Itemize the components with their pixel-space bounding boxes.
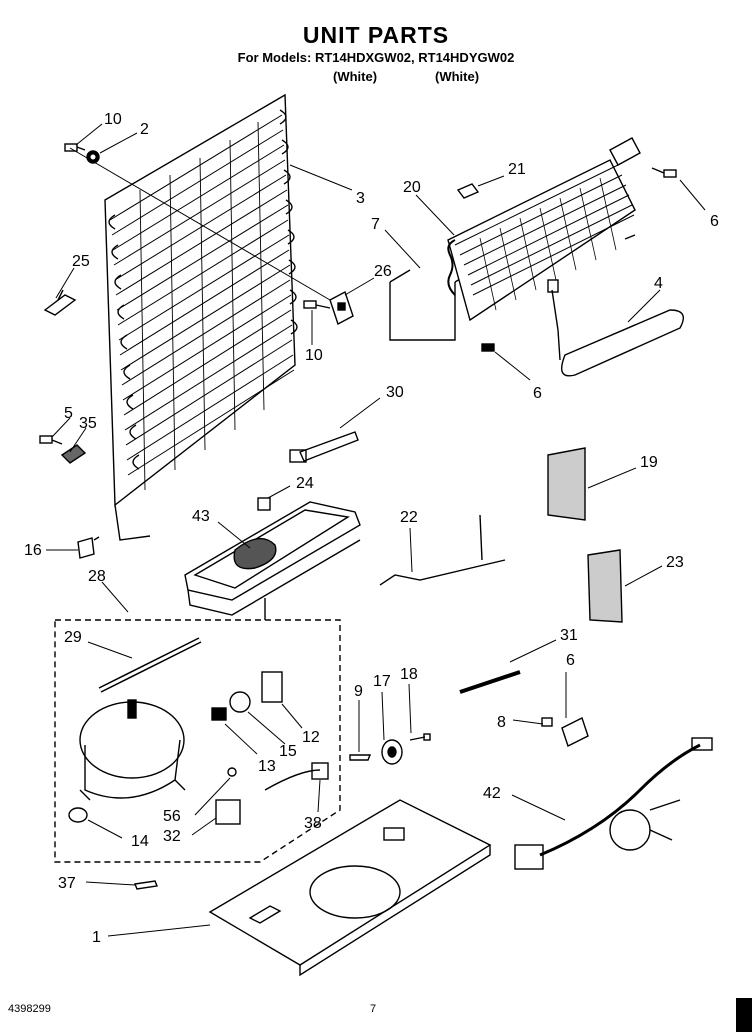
callout-14: 14 [131,833,149,850]
screw-10-top [64,143,86,152]
model-numbers: For Models: RT14HDXGW02, RT14HDYGW02 [237,50,515,65]
callout-4: 4 [654,275,663,292]
callout-7: 7 [371,216,380,233]
part-9 [349,754,372,761]
leader-lines [46,123,706,937]
callout-18: 18 [400,666,418,683]
callout-19: 19 [640,454,658,471]
callout-13: 13 [258,758,276,775]
callout-10-mid: 10 [305,347,323,364]
drain-tube-22 [379,514,506,586]
callout-5: 5 [64,405,73,422]
bracket-26 [329,290,354,326]
callout-6-mid: 6 [533,385,542,402]
callout-24: 24 [296,475,314,492]
callout-9: 9 [354,683,363,700]
harness-38 [264,762,329,791]
drain-pan-43 [184,497,361,616]
callout-8: 8 [497,714,506,731]
color-label-2: (White) [435,69,480,84]
callout-23: 23 [666,554,684,571]
pad-23 [587,549,623,623]
callout-22: 22 [400,509,418,526]
color-label-1: (White) [333,69,378,84]
callout-28: 28 [88,568,106,585]
clip-16 [77,536,100,559]
bracket-8 [541,717,589,747]
pad-19 [547,447,586,521]
callout-37: 37 [58,875,76,892]
callout-35: 35 [79,415,97,432]
terminal-block-30 [289,431,359,463]
callout-56: 56 [163,808,181,825]
defrost-heater-4 [547,279,684,377]
callout-21: 21 [508,161,526,178]
drier-29 [98,637,202,693]
wire-harness-42 [514,737,713,870]
callout-38: 38 [304,815,322,832]
callout-42: 42 [483,785,501,802]
callout-43: 43 [192,508,210,525]
callout-17: 17 [373,673,391,690]
evaporator [389,137,641,341]
callout-12: 12 [302,729,320,746]
callout-labels: 10 2 3 21 20 7 6 25 26 10 4 6 30 5 35 19… [24,111,719,946]
callout-3: 3 [356,190,365,207]
page-title: UNIT PARTS [302,22,450,48]
clip-25 [43,289,77,316]
callout-10-top: 10 [104,111,122,128]
tube-31 [459,670,521,694]
overload-15 [229,691,251,713]
screw-10-mid [303,300,331,309]
callout-15: 15 [279,743,297,760]
callout-26: 26 [374,263,392,280]
page-edge-mark [736,998,752,1032]
part-37 [134,880,158,890]
compressor-group-box [54,598,341,863]
spacer-2 [86,150,100,164]
document-number: 4398299 [8,1003,51,1015]
screw-5 [39,435,63,445]
callout-2: 2 [140,121,149,138]
callout-16: 16 [24,542,42,559]
callout-32: 32 [163,828,181,845]
screw-18 [409,733,431,741]
callout-29: 29 [64,629,82,646]
screw-6-top [651,167,677,178]
clip-21 [456,183,480,199]
callout-6-low: 6 [566,652,575,669]
condenser-coil [69,93,331,541]
base-plate-1 [208,799,492,977]
screw-56 [227,767,237,777]
callout-25: 25 [72,253,90,270]
callout-31: 31 [560,627,578,644]
callout-1: 1 [92,929,101,946]
callout-20: 20 [403,179,421,196]
fan-17 [381,739,403,765]
compressor [79,699,186,801]
terminal-13 [211,707,227,721]
relay-12 [261,671,283,703]
callout-30: 30 [386,384,404,401]
screw-6-mid [481,343,495,352]
grommet-14 [68,807,88,823]
page-number: 7 [370,1003,377,1015]
capacitor-32 [215,799,241,825]
callout-6-top: 6 [710,213,719,230]
clip-35 [60,444,87,464]
